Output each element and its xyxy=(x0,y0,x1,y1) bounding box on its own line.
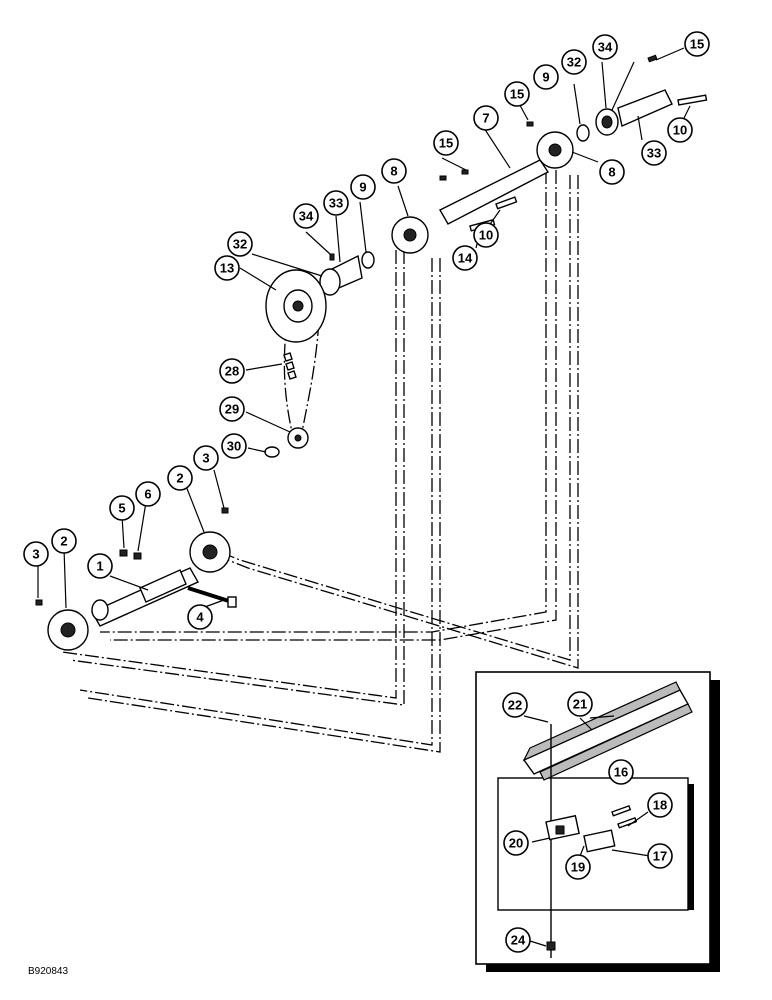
callout-number: 7 xyxy=(482,111,489,126)
callout-2: 2 xyxy=(167,465,193,491)
callout-33: 33 xyxy=(641,140,667,166)
callout-number: 29 xyxy=(225,402,239,417)
callout-number: 21 xyxy=(573,697,587,712)
callout-15: 15 xyxy=(684,31,710,57)
leader-lines xyxy=(37,47,691,609)
figure-id: B920843 xyxy=(28,966,69,977)
callout-10: 10 xyxy=(473,222,499,248)
callout-33: 33 xyxy=(323,190,349,216)
callout-3: 3 xyxy=(23,541,49,567)
callout-24: 24 xyxy=(505,927,531,953)
callout-30: 30 xyxy=(221,433,247,459)
callout-number: 8 xyxy=(608,165,615,180)
callout-number: 2 xyxy=(60,534,67,549)
callout-number: 1 xyxy=(96,559,103,574)
callout-number: 10 xyxy=(673,123,687,138)
callout-number: 18 xyxy=(653,798,667,813)
callout-5: 5 xyxy=(109,495,135,521)
callout-number: 3 xyxy=(202,451,209,466)
callout-17: 17 xyxy=(647,843,673,869)
callout-number: 30 xyxy=(227,439,241,454)
sprocket xyxy=(47,609,89,651)
callout-number: 3 xyxy=(32,547,39,562)
callout-number: 15 xyxy=(439,136,453,151)
callout-number: 24 xyxy=(511,933,526,948)
callout-34: 34 xyxy=(293,203,319,229)
callout-number: 4 xyxy=(196,610,204,625)
callout-15: 15 xyxy=(433,130,459,156)
callout-8: 8 xyxy=(381,158,407,184)
callout-number: 9 xyxy=(359,180,366,195)
callout-number: 34 xyxy=(299,209,314,224)
small-sprocket xyxy=(287,427,309,449)
callout-21: 21 xyxy=(567,691,593,717)
lower-shaft-assembly xyxy=(35,507,237,651)
callout-number: 13 xyxy=(220,261,234,276)
callout-number: 5 xyxy=(118,501,125,516)
sprocket xyxy=(536,131,574,169)
callout-18: 18 xyxy=(647,792,673,818)
callout-number: 8 xyxy=(390,164,397,179)
callout-number: 34 xyxy=(598,40,613,55)
callout-number: 33 xyxy=(647,146,661,161)
callout-14: 14 xyxy=(452,245,478,271)
callout-number: 15 xyxy=(690,37,704,52)
inset-panel xyxy=(475,671,720,972)
sprocket xyxy=(391,216,429,254)
callout-number: 6 xyxy=(144,487,151,502)
callout-number: 19 xyxy=(571,860,585,875)
callout-number: 15 xyxy=(510,87,524,102)
callout-number: 9 xyxy=(542,70,549,85)
callout-number: 10 xyxy=(479,228,493,243)
callout-number: 17 xyxy=(653,849,667,864)
callout-19: 19 xyxy=(565,854,591,880)
callout-9: 9 xyxy=(533,64,559,90)
callout-number: 32 xyxy=(233,237,247,252)
conveyor-chain-paths xyxy=(61,170,579,753)
callout-29: 29 xyxy=(219,396,245,422)
callout-number: 33 xyxy=(329,196,343,211)
sprocket xyxy=(189,531,231,573)
callout-number: 2 xyxy=(176,471,183,486)
callout-number: 20 xyxy=(509,836,523,851)
shaft xyxy=(439,159,550,225)
callout-28: 28 xyxy=(219,358,245,384)
callout-13: 13 xyxy=(214,255,240,281)
callout-number: 14 xyxy=(458,251,473,266)
callout-1: 1 xyxy=(87,553,113,579)
drive-sprocket xyxy=(265,269,327,343)
callout-34: 34 xyxy=(592,34,618,60)
callout-number: 28 xyxy=(225,364,239,379)
callout-6: 6 xyxy=(135,481,161,507)
callout-number: 32 xyxy=(567,55,581,70)
callout-22: 22 xyxy=(502,692,528,718)
callout-2: 2 xyxy=(51,528,77,554)
callout-32: 32 xyxy=(561,49,587,75)
callout-20: 20 xyxy=(503,830,529,856)
callout-4: 4 xyxy=(187,604,213,630)
callout-16: 16 xyxy=(608,759,634,785)
callout-15: 15 xyxy=(504,81,530,107)
callout-7: 7 xyxy=(473,105,499,131)
callout-32: 32 xyxy=(227,231,253,257)
callout-10: 10 xyxy=(667,117,693,143)
callout-9: 9 xyxy=(350,174,376,200)
callout-3: 3 xyxy=(193,445,219,471)
callout-8: 8 xyxy=(599,159,625,185)
callout-number: 22 xyxy=(508,698,522,713)
stub-shaft xyxy=(617,89,673,127)
callout-labels: 1534329151033781589333410321413282930235… xyxy=(23,31,710,953)
callout-number: 16 xyxy=(614,765,628,780)
